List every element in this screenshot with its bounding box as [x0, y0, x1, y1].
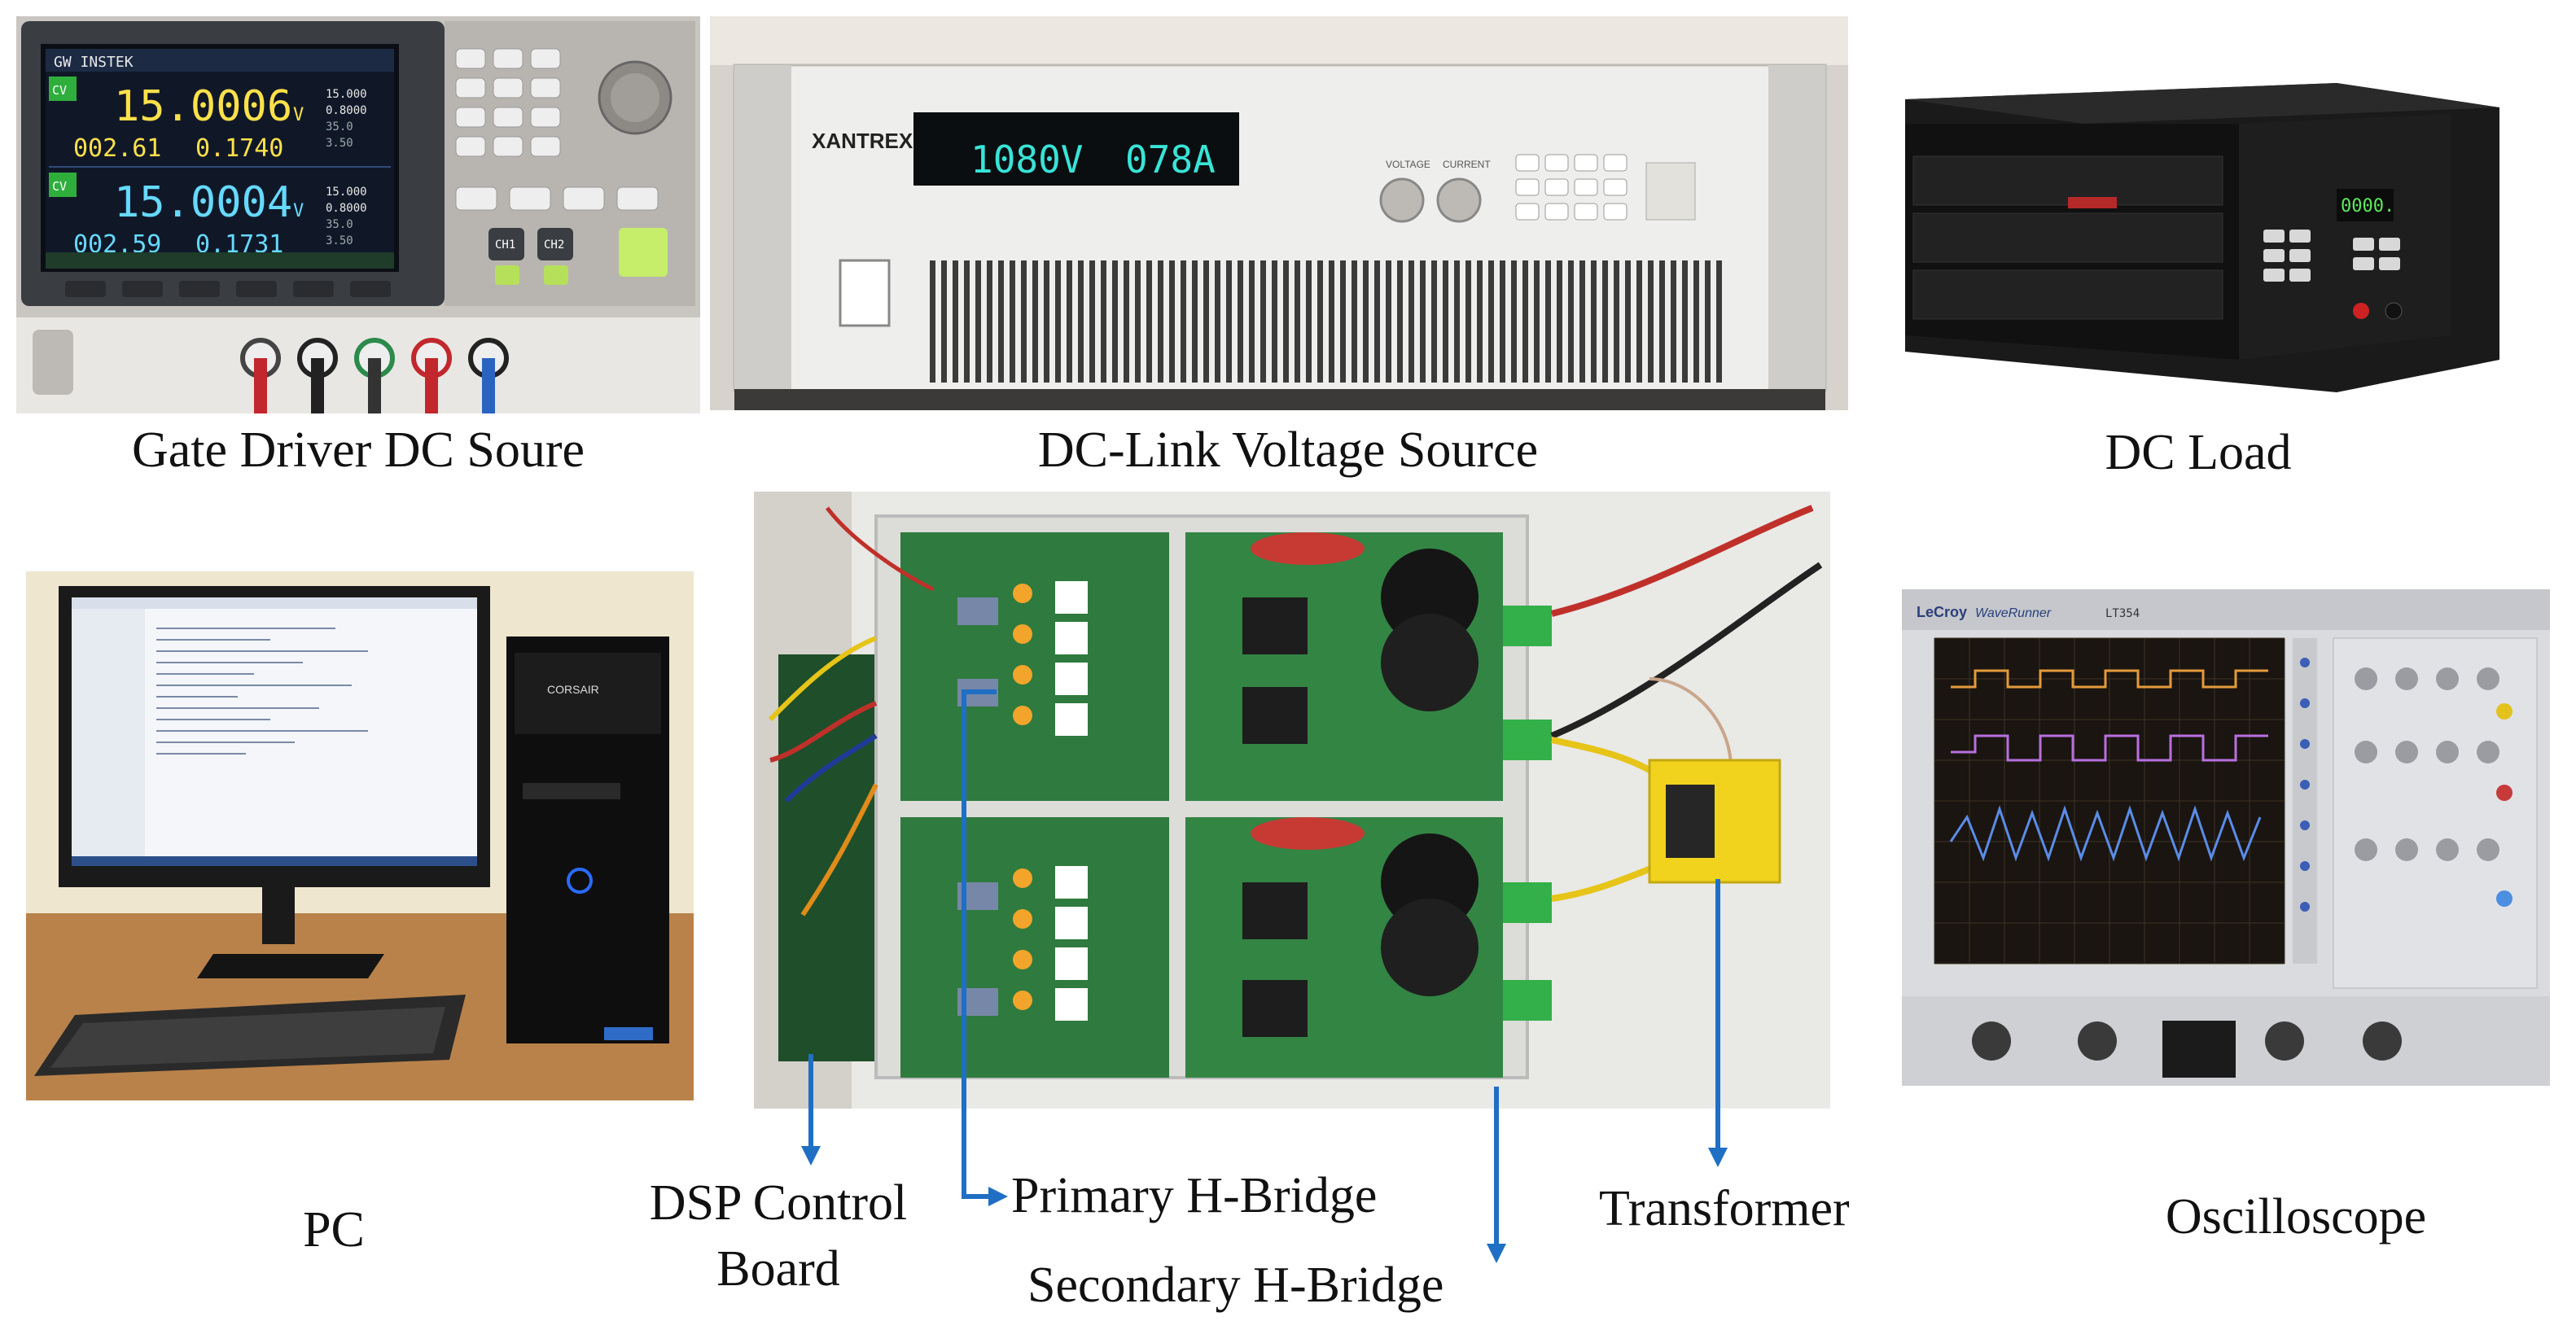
svg-text:CH1: CH1	[495, 238, 515, 252]
caption-transformer: Transformer	[1599, 1181, 1850, 1236]
svg-text:VOLTAGE: VOLTAGE	[1386, 159, 1430, 170]
test-bench-photo	[754, 492, 1830, 1109]
svg-text:0.8000: 0.8000	[326, 202, 367, 215]
svg-text:V: V	[293, 105, 304, 125]
svg-text:3.50: 3.50	[326, 234, 353, 247]
gate-driver-psu-photo: GW INSTEK CV 15.0006 V 002.61 0.1740 15.…	[16, 16, 700, 413]
tower-brand: CORSAIR	[547, 683, 599, 696]
svg-text:CH2: CH2	[544, 238, 564, 252]
dc-load-display: 0000.	[2341, 196, 2394, 217]
svg-text:0.8000: 0.8000	[326, 104, 367, 117]
svg-text:V: V	[293, 201, 304, 221]
current-readout: 078A	[1125, 138, 1216, 182]
svg-text:35.0: 35.0	[326, 218, 353, 231]
svg-text:15.000: 15.000	[326, 88, 367, 101]
caption-primary-h-bridge: Primary H-Bridge	[1011, 1168, 1378, 1223]
caption-dc-load: DC Load	[2105, 425, 2292, 480]
svg-text:CURRENT: CURRENT	[1443, 159, 1491, 170]
svg-text:0.1740: 0.1740	[195, 134, 283, 163]
svg-text:3.50: 3.50	[326, 137, 353, 150]
svg-text:CV: CV	[52, 83, 67, 98]
oscilloscope-photo: LeCroy WaveRunner LT354	[1902, 589, 2550, 1086]
caption-dc-link: DC-Link Voltage Source	[1037, 422, 1539, 478]
ch1-voltage: 15.0006	[114, 82, 292, 131]
caption-dsp-board: DSP Control Board	[649, 1175, 908, 1297]
caption-gate-driver: Gate Driver DC Soure	[131, 422, 585, 478]
caption-pc: PC	[303, 1202, 365, 1258]
caption-secondary-h-bridge: Secondary H-Bridge	[1027, 1258, 1444, 1313]
svg-text:35.0: 35.0	[326, 120, 353, 133]
pc-photo: CORSAIR	[26, 571, 694, 1100]
svg-text:WaveRunner: WaveRunner	[1975, 606, 2052, 620]
psu-brand-text: GW INSTEK	[54, 54, 134, 71]
dc-link-source-photo: XANTREX 1080V 078A VOLTAGE CURRENT	[710, 16, 1848, 410]
ch2-voltage: 15.0004	[114, 178, 292, 227]
voltage-readout: 1080V	[970, 138, 1083, 182]
svg-text:15.000: 15.000	[326, 186, 367, 199]
svg-text:CV: CV	[52, 179, 67, 194]
dc-load-photo: 0000.	[1881, 67, 2516, 409]
xantrex-logo: XANTREX	[812, 129, 913, 153]
svg-text:002.61: 002.61	[73, 134, 161, 163]
svg-text:LT354: LT354	[2105, 607, 2140, 620]
caption-oscilloscope: Oscilloscope	[2165, 1189, 2427, 1245]
scope-brand: LeCroy	[1917, 604, 1967, 620]
